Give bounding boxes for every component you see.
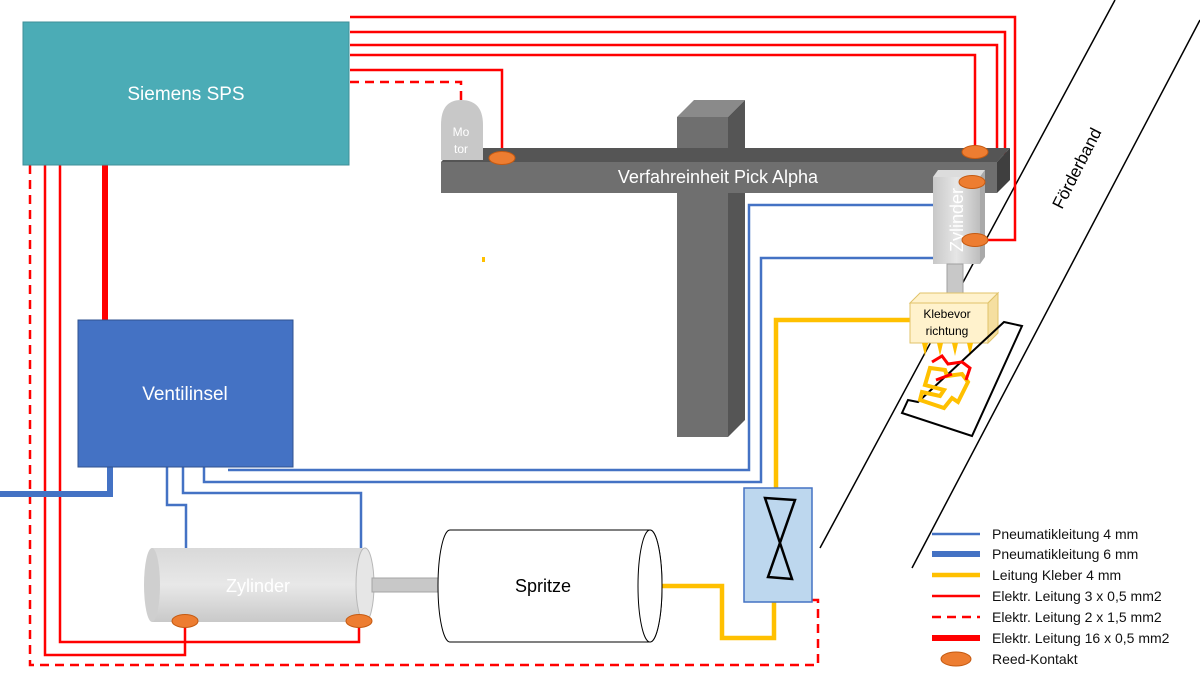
glue-track-yellow [917, 365, 971, 411]
legend-item-electric-3x05: Elektr. Leitung 3 x 0,5 mm2 [932, 588, 1162, 604]
legend-label: Pneumatikleitung 6 mm [992, 546, 1138, 562]
legend-label: Elektr. Leitung 2 x 1,5 mm2 [992, 609, 1162, 625]
legend-item-electric-2x15: Elektr. Leitung 2 x 1,5 mm2 [932, 609, 1162, 625]
legend-item-pneumatic-4mm: Pneumatikleitung 4 mm [932, 526, 1138, 542]
glue-lines [660, 317, 913, 641]
sps-label: Siemens SPS [127, 84, 244, 105]
legend-label: Elektr. Leitung 16 x 0,5 mm2 [992, 630, 1170, 646]
legend-item-pneumatic-6mm: Pneumatikleitung 6 mm [932, 546, 1138, 562]
verfahreinheit-rail: Verfahreinheit Pick Alpha [441, 148, 1010, 193]
legend-label: Reed-Kontakt [992, 651, 1078, 667]
reed-contact-rail-right [961, 145, 989, 159]
legend-item-electric-16x05: Elektr. Leitung 16 x 0,5 mm2 [932, 630, 1170, 646]
vertical-cylinder-label: Zylinder [947, 188, 967, 252]
motor-label-line2: tor [454, 142, 468, 156]
motor: Mo tor [441, 100, 483, 160]
motor-label-line1: Mo [453, 125, 470, 139]
spritze-label: Spritze [515, 576, 571, 596]
valve [743, 487, 813, 603]
main-cylinder: Zylinder [144, 547, 489, 623]
spritze: Spritze [437, 529, 663, 643]
legend-item-reed: Reed-Kontakt [940, 651, 1078, 667]
reed-contact-cyl-top [958, 175, 986, 189]
reed-contacts [171, 145, 989, 628]
foerderband-label: Förderband [1049, 125, 1106, 212]
legend-label: Leitung Kleber 4 mm [992, 567, 1121, 583]
legend-label: Elektr. Leitung 3 x 0,5 mm2 [992, 588, 1162, 604]
klebe-label-line1: Klebevor [923, 307, 970, 321]
klebevorrichtung: Klebevor richtung [908, 291, 1000, 356]
ventilinsel-label: Ventilinsel [142, 384, 228, 405]
glue-track-red [931, 354, 972, 382]
verfahreinheit-label: Verfahreinheit Pick Alpha [618, 167, 819, 187]
legend: Pneumatikleitung 4 mm Pneumatikleitung 6… [932, 526, 1170, 667]
klebe-label-line2: richtung [926, 324, 969, 338]
reed-contact-cyl-bottom [961, 233, 989, 247]
main-cylinder-label: Zylinder [226, 576, 290, 596]
legend-item-glue: Leitung Kleber 4 mm [932, 567, 1121, 583]
conveyor-belt [819, 0, 1200, 569]
vertical-cylinder: Zylinder [933, 170, 985, 297]
siemens-sps-block: Siemens SPS [22, 21, 350, 166]
ventilinsel-block: Ventilinsel [77, 319, 294, 468]
reed-contact-rail-left [488, 151, 516, 165]
reed-contact-lower-left [171, 614, 199, 628]
legend-label: Pneumatikleitung 4 mm [992, 526, 1138, 542]
stray-mark [482, 257, 485, 262]
electric-wires [28, 15, 1017, 667]
pneumatic-lines [0, 203, 933, 548]
glue-work-area [900, 320, 1024, 438]
reed-contact-lower-right [345, 614, 373, 628]
